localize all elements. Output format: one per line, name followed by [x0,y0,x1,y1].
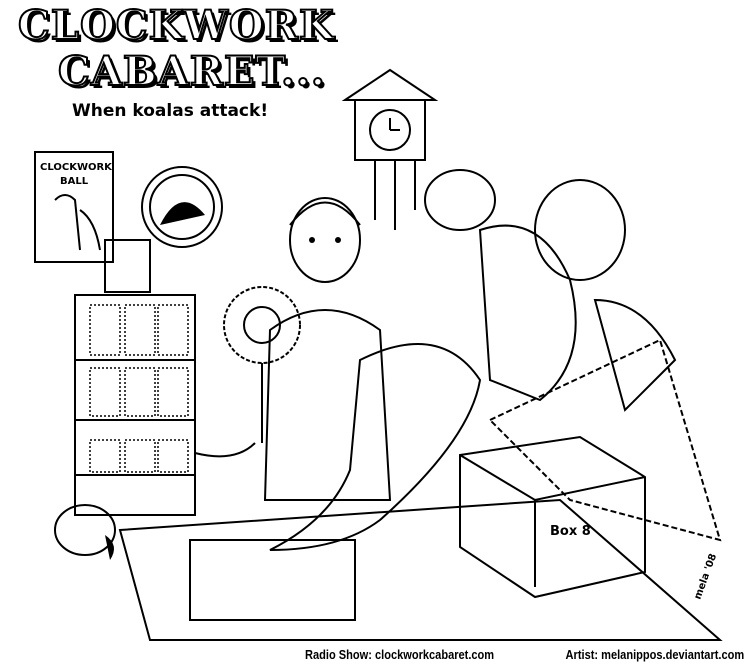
framed-photo [104,239,151,293]
woman-figure [263,197,392,501]
clockwork-ball-poster: CLOCKWORK BALL [34,151,114,263]
title-line2: CABARET... [57,48,326,95]
microphone [194,286,301,458]
box: Box 8 [459,435,646,599]
tiled-roof [488,338,722,542]
toilet-paper-shelf [74,294,196,516]
poster-line2: BALL [60,176,89,187]
radio-show-credit: Radio Show: clockworkcabaret.com [305,647,495,662]
signature: mela '08 [692,552,719,601]
artist-credit: Artist: melanippos.deviantart.com [565,647,744,662]
koalas [54,169,677,560]
radio-device [189,539,356,621]
gramophone-horn [269,343,482,551]
title-line1: CLOCKWORK [17,2,335,49]
porthole-window [141,166,223,248]
poster-line1: CLOCKWORK [40,162,113,173]
table [118,498,723,641]
subtitle: When koalas attack! [72,101,269,121]
cuckoo-clock [341,68,439,230]
box-label: Box 8 [550,524,591,539]
